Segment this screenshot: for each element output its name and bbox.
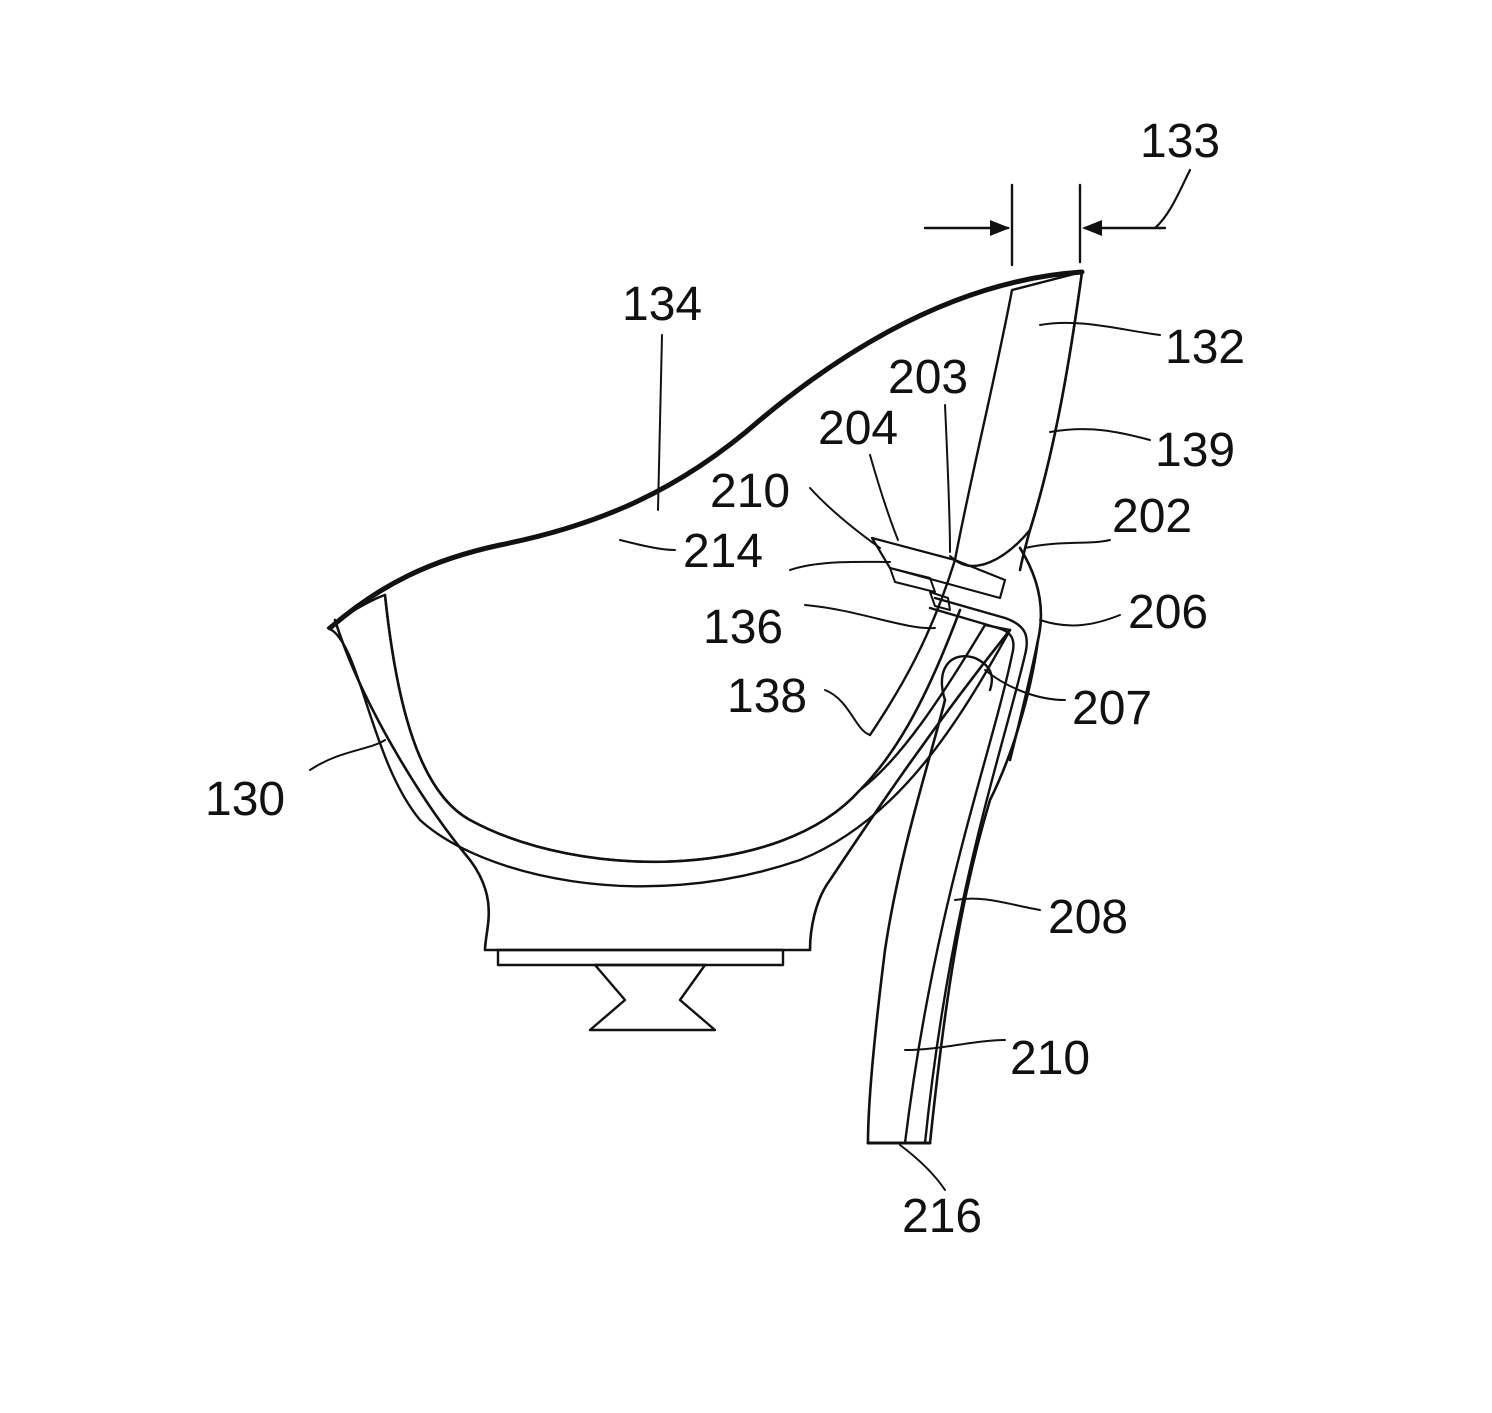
label-202: 202	[1112, 490, 1192, 543]
label-204: 204	[818, 402, 898, 455]
label-132: 132	[1165, 321, 1245, 374]
dimension-133	[925, 170, 1190, 265]
label-216: 216	[902, 1190, 982, 1243]
blade-platform	[498, 950, 783, 1030]
label-206: 206	[1128, 586, 1208, 639]
label-207: 207	[1072, 682, 1152, 735]
label-134: 134	[622, 278, 702, 331]
label-133: 133	[1140, 115, 1220, 168]
label-208: 208	[1048, 891, 1128, 944]
label-210-top: 210	[710, 465, 790, 518]
label-214: 214	[683, 525, 763, 578]
reference-numerals: 133 134 132 203 204 139 210 202 214 206 …	[205, 115, 1245, 1243]
label-139: 139	[1155, 424, 1235, 477]
label-130: 130	[205, 773, 285, 826]
pressure-side-139	[1020, 272, 1082, 570]
label-138: 138	[727, 670, 807, 723]
label-210-bottom: 210	[1010, 1032, 1090, 1085]
tip-wall-132	[955, 272, 1082, 566]
label-203: 203	[888, 351, 968, 404]
blade-body-130	[328, 595, 1010, 950]
label-136: 136	[703, 601, 783, 654]
